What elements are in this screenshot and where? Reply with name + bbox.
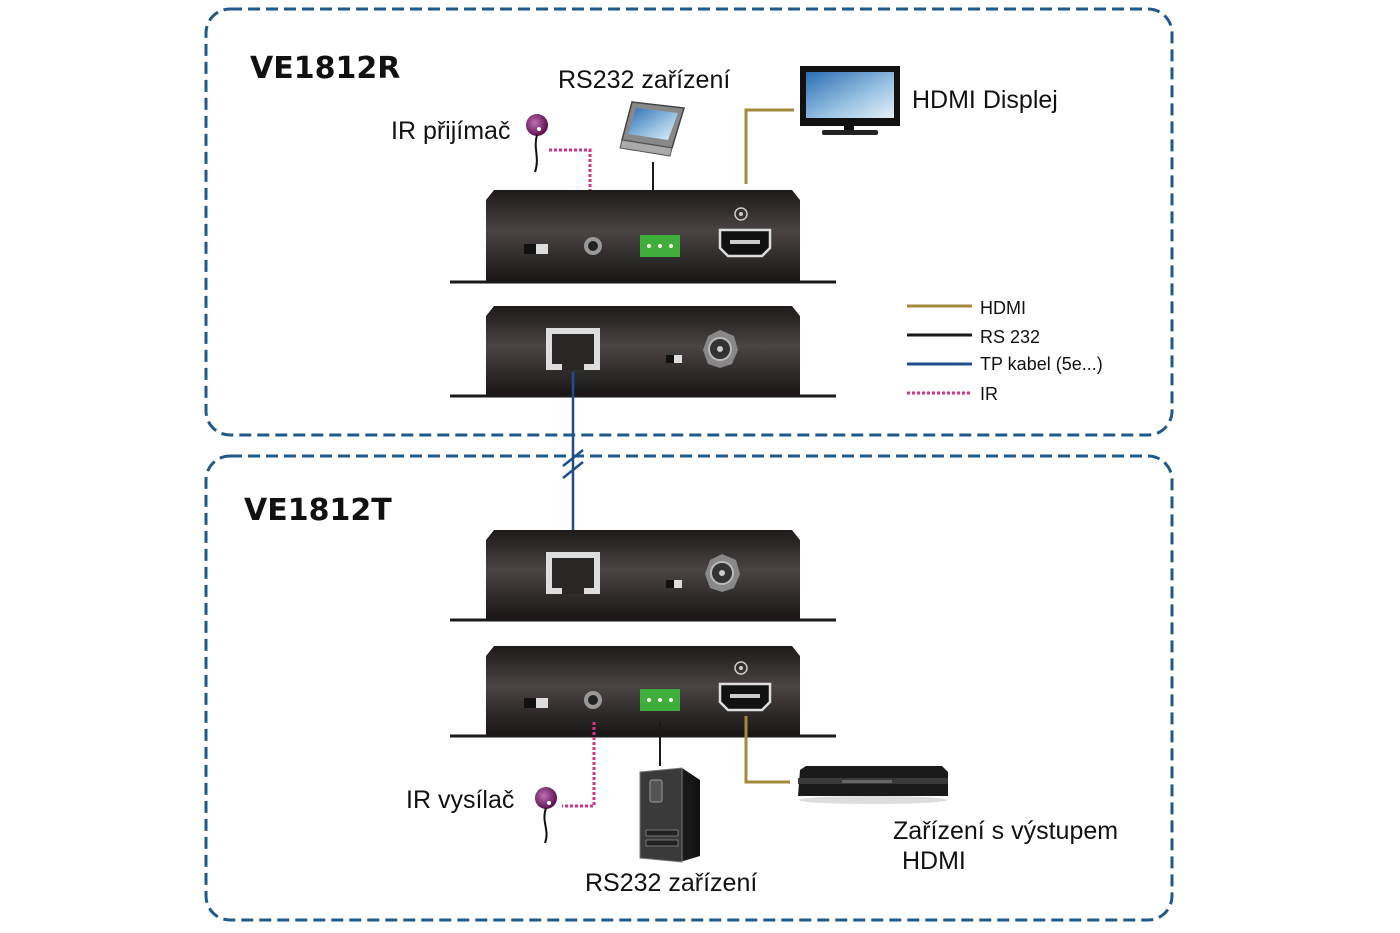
ir-transmitter-label: IR vysílač bbox=[406, 786, 514, 814]
rj45-port-icon bbox=[546, 552, 600, 594]
ir-receiver-label: IR přijímač bbox=[391, 117, 510, 145]
power-jack-icon bbox=[703, 330, 738, 368]
ir-jack-icon bbox=[584, 237, 602, 255]
led-indicator-icon bbox=[734, 207, 748, 221]
transmitter-model-title: VE1812T bbox=[244, 493, 392, 528]
cable-break-mark-1 bbox=[562, 449, 584, 467]
dip-switch-icon bbox=[524, 244, 548, 254]
transmitter-ir-cable bbox=[562, 722, 596, 808]
hdmi-source-device-icon bbox=[798, 766, 948, 804]
rs232-terminal-block-icon bbox=[640, 235, 680, 257]
receiver-unit-rear bbox=[450, 306, 836, 398]
transmitter-unit-rear bbox=[450, 530, 836, 622]
rs232-terminal-icon bbox=[619, 101, 685, 157]
transmitter-unit-front bbox=[450, 646, 836, 738]
rs232-terminal-block-icon bbox=[640, 689, 680, 711]
hdmi-display-icon bbox=[800, 66, 900, 135]
receiver-frame bbox=[204, 7, 1174, 437]
hdmi-port-icon bbox=[718, 682, 772, 712]
rj45-port-icon bbox=[546, 328, 600, 370]
ir-transmitter-icon bbox=[535, 787, 557, 844]
transmitter-rs232-label: RS232 zařízení bbox=[585, 869, 757, 897]
receiver-ir-cable bbox=[549, 148, 592, 222]
transmitter-frame bbox=[204, 454, 1174, 922]
receiver-hdmi-cable bbox=[744, 108, 794, 184]
mode-switch-icon bbox=[666, 355, 682, 363]
power-jack-icon bbox=[705, 554, 740, 592]
hdmi-source-label-line1: Zařízení s výstupem bbox=[893, 817, 1118, 845]
dip-switch-icon bbox=[524, 698, 548, 708]
legend-hdmi-label: HDMI bbox=[980, 298, 1026, 318]
hdmi-port-icon bbox=[718, 228, 772, 258]
mode-switch-icon bbox=[666, 580, 682, 588]
led-indicator-icon bbox=[734, 661, 748, 675]
cable-break-mark-2 bbox=[562, 461, 584, 479]
legend: HDMI RS 232 TP kabel (5e...) IR bbox=[907, 298, 1103, 404]
legend-tp-label: TP kabel (5e...) bbox=[980, 354, 1103, 374]
hdmi-source-label-line2: HDMI bbox=[902, 847, 966, 875]
legend-ir-label: IR bbox=[980, 384, 998, 404]
legend-rs232-label: RS 232 bbox=[980, 327, 1040, 347]
hdmi-display-label: HDMI Displej bbox=[912, 86, 1058, 114]
transmitter-hdmi-cable bbox=[744, 716, 790, 784]
rs232-pc-icon bbox=[639, 767, 700, 863]
ir-receiver-icon bbox=[526, 114, 548, 173]
receiver-rs232-label: RS232 zařízení bbox=[558, 66, 730, 94]
ir-jack-icon bbox=[584, 691, 602, 709]
receiver-model-title: VE1812R bbox=[250, 51, 400, 86]
receiver-unit-front bbox=[450, 190, 836, 284]
